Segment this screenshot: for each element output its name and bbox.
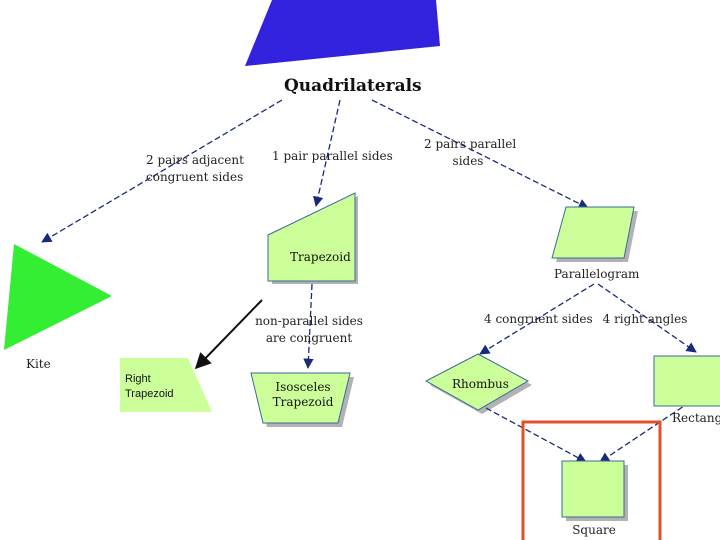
trapezoid-label: Trapezoid — [290, 250, 351, 264]
branch-label-adjacent-line-1: 2 pairs adjacent — [146, 153, 244, 167]
isosceles-trapezoid-shape — [250, 372, 351, 424]
right-trapezoid-shape — [120, 358, 212, 412]
square-label: Square — [572, 523, 616, 537]
branch-label-adjacent: 2 pairs adjacent congruent sides — [146, 152, 244, 186]
isosceles-label-line-1: Isosceles — [275, 380, 331, 394]
right-trapezoid-label-line-2: Trapezoid — [125, 388, 174, 400]
kite-shape — [4, 244, 112, 350]
arrow-rectangle-to-square — [599, 401, 691, 463]
kite-label: Kite — [26, 357, 51, 371]
square-highlight-box — [521, 420, 662, 540]
branch-label-adjacent-line-2: congruent sides — [146, 170, 244, 184]
parallelogram-shape — [551, 206, 635, 259]
rhombus-label: Rhombus — [452, 377, 509, 391]
rhombus-shape — [424, 353, 530, 411]
branch-label-non-parallel-line-2: are congruent — [265, 331, 353, 345]
parallelogram-label: Parallelogram — [554, 267, 640, 281]
trapezoid-shape — [267, 192, 356, 282]
right-trapezoid-label-line-1: Right — [125, 373, 151, 385]
branch-label-non-parallel-line-1: non-parallel sides — [255, 314, 363, 328]
arrow-to-rhombus — [479, 283, 595, 355]
branch-label-four-right: 4 right angles — [602, 312, 688, 326]
isosceles-trapezoid-label: Isosceles Trapezoid — [268, 380, 338, 410]
rectangle-label: Rectangl — [672, 411, 720, 425]
arrow-to-rectangle — [597, 283, 697, 353]
branch-label-two-pairs: 2 pairs parallel sides — [424, 136, 517, 170]
arrow-rhombus-to-square — [485, 407, 587, 463]
branch-label-four-congruent: 4 congruent sides — [484, 312, 593, 326]
diagram-title: Quadrilaterals — [284, 76, 422, 96]
right-trapezoid-label: Right Trapezoid — [125, 372, 174, 402]
branch-label-two-pairs-line-1: 2 pairs parallel — [424, 137, 517, 151]
arrow-to-kite — [41, 99, 283, 243]
isosceles-label-line-2: Trapezoid — [272, 395, 334, 409]
branch-label-one-pair: 1 pair parallel sides — [272, 149, 393, 163]
arrow-to-right-trapezoid — [194, 299, 263, 370]
branch-label-non-parallel: non-parallel sides are congruent — [254, 313, 364, 347]
square-shape — [561, 460, 625, 518]
branch-label-two-pairs-line-2: sides — [452, 154, 484, 168]
arrow-to-isosceles — [303, 283, 314, 370]
arrow-to-parallelogram — [371, 99, 589, 209]
rectangle-shape — [653, 355, 720, 407]
top-quadrilateral-shape — [245, 0, 440, 66]
arrow-to-trapezoid — [312, 99, 341, 208]
